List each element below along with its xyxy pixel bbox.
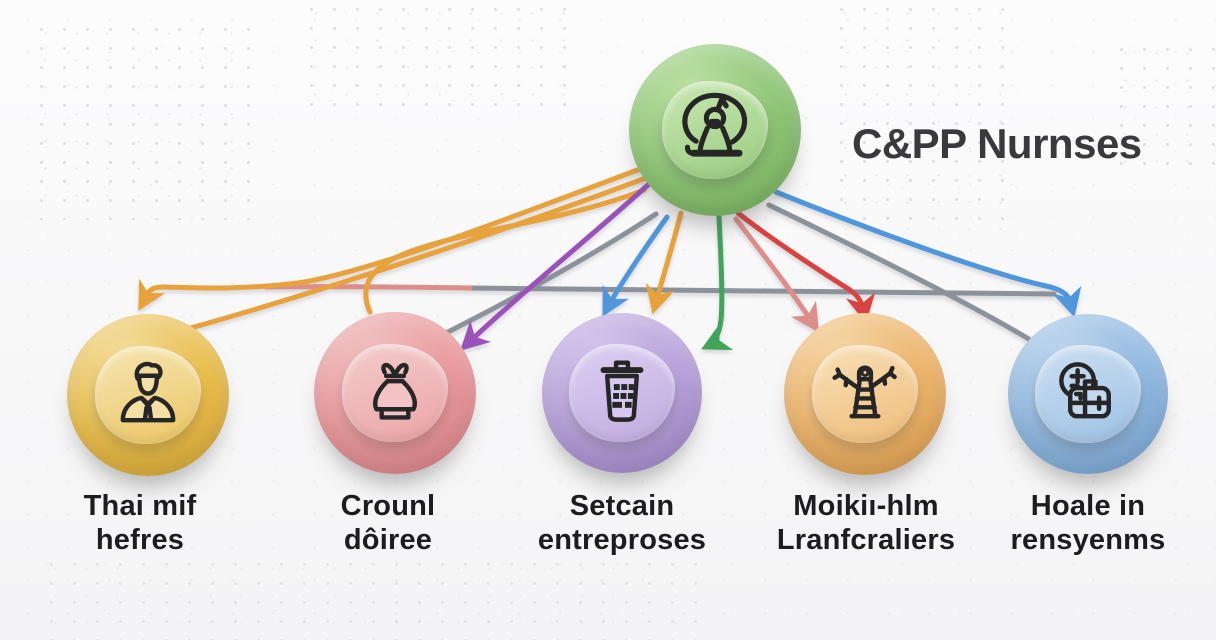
diagram-title: C&PP Nurnses — [852, 120, 1142, 167]
node-label: Hoale in rensyenms — [958, 489, 1216, 557]
node-briefcase — [1008, 314, 1168, 474]
hub-node — [629, 44, 801, 216]
arrow-hub-to-purple-blue — [602, 214, 670, 317]
arrow-hub-to-pink-orange — [363, 187, 647, 315]
trash-bin-grid-icon — [600, 360, 644, 422]
node-plaque — [342, 344, 448, 442]
hub-plaque — [662, 81, 768, 179]
arrow-hub-to-orange-salmon — [733, 216, 819, 333]
label-line-1: Moikiı-hlm — [793, 490, 939, 522]
node-plaque — [812, 345, 918, 443]
arrow-hub-to-blue-gray — [766, 202, 1043, 349]
node-person — [67, 314, 229, 476]
node-label: Moikiı-hlm Lranfcraliers — [736, 489, 996, 557]
node-label: Crounl dôiree — [258, 489, 518, 557]
arrow-hub-to-yellow-2 — [177, 173, 654, 334]
node-plaque — [95, 346, 201, 444]
label-line-2: Lranfcraliers — [776, 524, 956, 556]
arrow-hub-to-purple-orange — [645, 210, 684, 315]
presenter-person-icon — [682, 92, 748, 157]
label-line-1: Crounl — [340, 490, 436, 522]
node-plaque — [1035, 345, 1141, 443]
arrow-hub-to-blue-elbow — [773, 189, 1082, 318]
label-line-2: entreproses — [537, 524, 707, 556]
node-label: Thai mif hefres — [10, 489, 270, 557]
label-line-1: Hoale in — [1030, 490, 1146, 522]
node-trash-grid — [542, 313, 702, 473]
label-line-2: hefres — [95, 524, 185, 556]
node-plaque — [569, 344, 675, 442]
label-line-2: dôiree — [343, 524, 433, 556]
signal-tower-icon — [832, 365, 897, 419]
arrow-hub-to-orange-red — [735, 210, 876, 324]
money-bag-icon — [373, 362, 417, 420]
arrow-hub-to-pink-purple — [460, 181, 652, 351]
arrow-hub-to-purple-green — [701, 213, 734, 351]
label-line-1: Thai mif — [83, 490, 197, 522]
briefcase-clock-icon — [1059, 362, 1111, 419]
arrow-hub-to-yellow-elbow — [138, 163, 651, 311]
arrow-horizontal-gray — [467, 285, 1057, 297]
label-line-1: Setcain — [569, 490, 675, 522]
node-label: Setcain entreproses — [492, 489, 752, 557]
person-icon — [120, 361, 176, 423]
node-money-bag — [314, 312, 476, 474]
label-line-2: rensyenms — [1010, 524, 1166, 556]
node-signal-tower — [784, 313, 946, 475]
